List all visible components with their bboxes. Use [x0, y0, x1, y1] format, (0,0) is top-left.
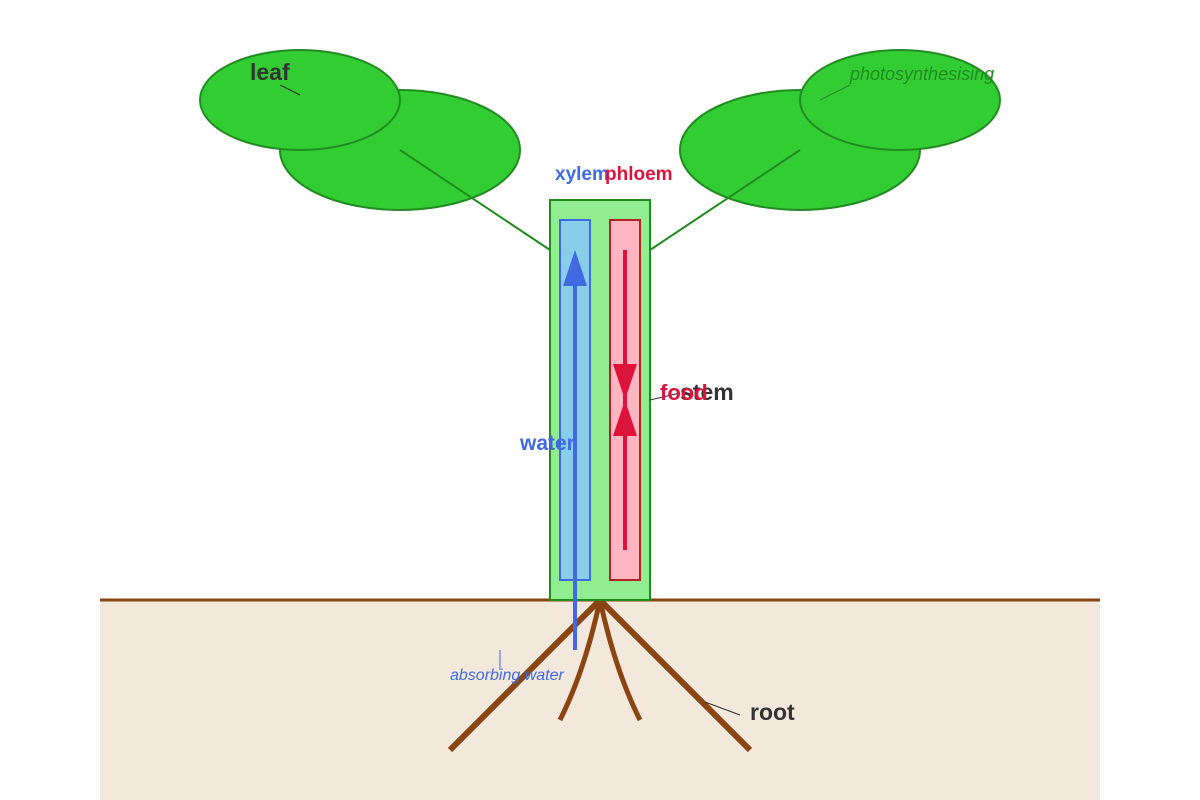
- soil: [100, 600, 1100, 800]
- root-label: root: [750, 699, 795, 725]
- water-label: water: [519, 432, 575, 455]
- food-arrow-down-head: [613, 364, 637, 400]
- leaf-right-front: [799, 49, 1001, 151]
- stem-leader-line: [649, 392, 681, 401]
- right-leaves: [679, 49, 1001, 211]
- leaf-left-front: [199, 49, 401, 151]
- photosynthesising-label: photosynthesising: [849, 64, 994, 84]
- petiole-left: [399, 149, 551, 251]
- stem-label: stem: [680, 379, 734, 405]
- petiole-right: [649, 149, 801, 251]
- root-leader-line: [704, 701, 741, 716]
- food-arrow-up-head: [613, 400, 637, 436]
- food-label: food: [660, 380, 708, 405]
- left-leaves: [199, 49, 521, 211]
- root-right: [597, 597, 753, 753]
- photosynthesising-leader-line: [819, 84, 851, 101]
- water-arrow-head: [563, 250, 587, 286]
- xylem-label: xylem: [555, 164, 609, 185]
- absorbing-water-label: absorbing water: [450, 667, 565, 684]
- root-inner-left: [557, 599, 603, 722]
- leaf-label: leaf: [250, 59, 290, 85]
- root-inner-right: [597, 599, 643, 722]
- leaf-leader-line: [279, 84, 301, 96]
- phloem-label: phloem: [605, 164, 673, 185]
